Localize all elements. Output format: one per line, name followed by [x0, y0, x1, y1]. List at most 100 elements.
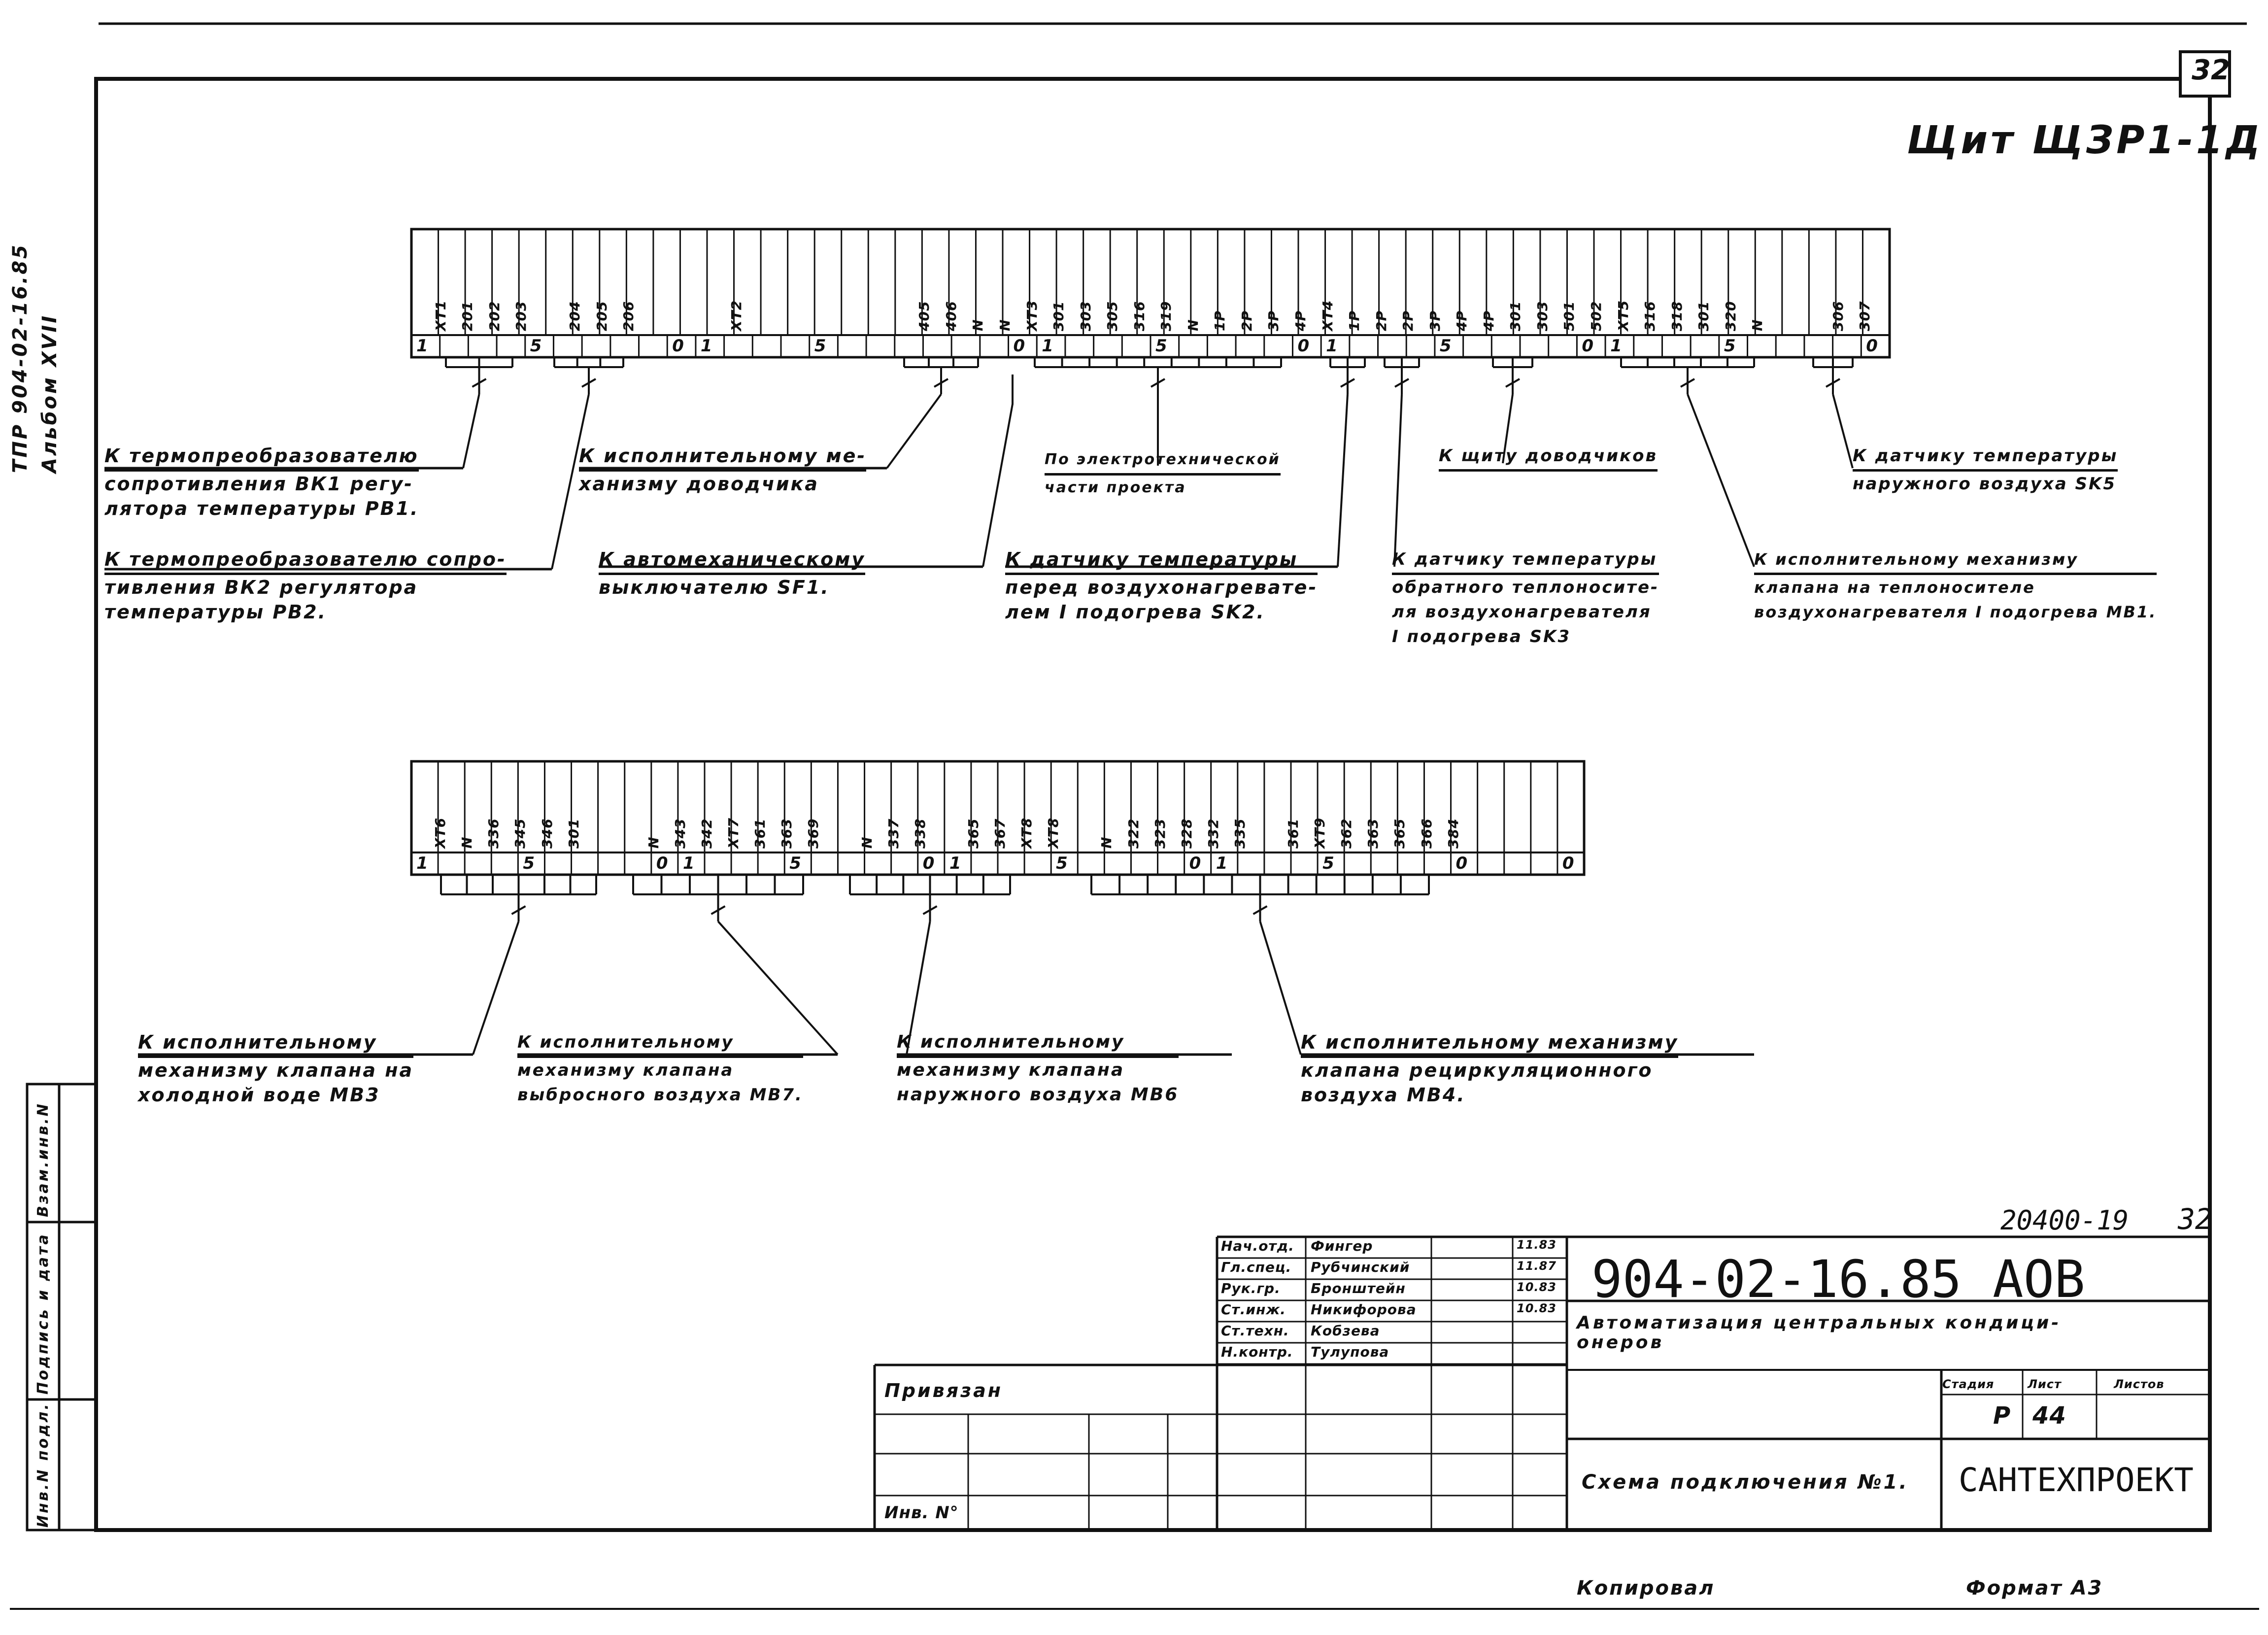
- terminal-strips: [410, 228, 1891, 876]
- terminal-number: 5: [1056, 853, 1068, 873]
- terminal-id: 367: [992, 818, 1009, 849]
- signature-role: Ст.инж.: [1221, 1301, 1286, 1318]
- sheets-label: Листов: [2114, 1377, 2165, 1391]
- terminal-number: 0: [1866, 336, 1878, 356]
- drawing-frame: [94, 77, 2212, 1532]
- signature-name: Тулупова: [1311, 1344, 1389, 1360]
- strip2-block: [410, 760, 1586, 876]
- terminal-id: 306: [1829, 301, 1846, 331]
- note-vk2: К термопреобразователю сопро-тивления ВК…: [104, 547, 507, 624]
- inv-label-3: Взам.инв.N: [34, 1102, 52, 1217]
- terminal-number: 5: [1439, 336, 1452, 356]
- terminal-id: 319: [1158, 301, 1175, 331]
- terminal-number: 0: [672, 336, 684, 356]
- terminal-number: 0: [1297, 336, 1310, 356]
- privyazan-label: Привязан: [884, 1380, 1003, 1401]
- terminal-number: 1: [682, 853, 695, 873]
- album-code: ТПР 904-02-16.85: [9, 243, 32, 473]
- terminal-id: 323: [1151, 818, 1168, 849]
- leader-lines: [104, 357, 1854, 1056]
- stage-value: Р: [1993, 1402, 2011, 1430]
- terminal-id: N: [1098, 836, 1115, 849]
- terminal-id: 406: [943, 301, 959, 331]
- signature-role: Н.контр.: [1221, 1344, 1293, 1360]
- doc-code-small: 20400-19: [2000, 1205, 2129, 1236]
- terminal-id: 384: [1445, 818, 1461, 849]
- terminal-id: N: [1749, 319, 1766, 331]
- album-number: Альбом XVII: [38, 313, 61, 473]
- inv-no-label: Инв. N°: [884, 1503, 959, 1523]
- terminal-id: 338: [912, 818, 928, 849]
- leader-sk2: [1329, 357, 1366, 567]
- terminal-id: 201: [459, 301, 476, 331]
- signature-name: Рубчинский: [1311, 1259, 1410, 1275]
- terminal-id: XT6: [432, 817, 449, 849]
- terminal-id: XT7: [725, 817, 742, 849]
- terminal-id: N: [645, 836, 662, 849]
- signature-name: Фингер: [1311, 1238, 1373, 1254]
- terminal-id: 1P: [1346, 310, 1363, 331]
- terminal-number: 0: [1562, 853, 1575, 873]
- terminal-id: 4P: [1292, 310, 1309, 331]
- leader-mv6: [849, 875, 1011, 1055]
- terminal-id: 366: [1418, 818, 1435, 849]
- terminal-id: 318: [1668, 301, 1685, 331]
- signature-role: Гл.спец.: [1221, 1259, 1292, 1275]
- terminal-id: 502: [1588, 301, 1604, 331]
- terminal-id: 206: [620, 301, 637, 331]
- inv-label-2: Подпись и дата: [34, 1232, 52, 1395]
- terminal-id: 204: [567, 301, 583, 331]
- terminal-number: 0: [922, 853, 935, 873]
- note-shchit-dovodchikov: К щиту доводчиков: [1439, 443, 1658, 472]
- signature-name: Кобзева: [1311, 1323, 1380, 1339]
- signature-date: 10.83: [1517, 1280, 1557, 1294]
- terminal-id: 363: [1365, 818, 1382, 849]
- leader-mv3: [440, 875, 597, 1055]
- terminal-number: 1: [416, 853, 429, 873]
- terminal-number: 5: [523, 853, 536, 873]
- signature-role: Нач.отд.: [1221, 1238, 1294, 1254]
- signature-date: 11.83: [1517, 1238, 1557, 1252]
- terminal-id: 362: [1338, 818, 1355, 849]
- terminal-number: 0: [1013, 336, 1026, 356]
- terminal-id: 316: [1131, 301, 1148, 331]
- terminal-id: XT4: [1319, 300, 1336, 331]
- terminal-id: 301: [1695, 301, 1712, 331]
- terminal-id: 365: [1391, 818, 1408, 849]
- leader-sk3: [1384, 357, 1420, 567]
- signature-date: 11.87: [1517, 1259, 1557, 1273]
- terminal-id: 303: [1077, 301, 1094, 331]
- leader-shchit: [1492, 357, 1533, 464]
- title-block-grid: [873, 1235, 2210, 1530]
- sheet-label: Лист: [2028, 1377, 2062, 1391]
- leader-electro: [1034, 357, 1282, 466]
- leader-mv7: [632, 875, 839, 1056]
- leader-vk2: [551, 357, 624, 570]
- terminal-id: 4P: [1480, 310, 1497, 331]
- terminal-id: 346: [539, 818, 555, 849]
- terminal-id: N: [970, 319, 986, 331]
- terminal-id: 303: [1534, 301, 1551, 331]
- terminal-id: XT2: [728, 300, 745, 331]
- leader-mv1: [1620, 357, 1755, 567]
- terminal-id: 342: [699, 818, 715, 849]
- terminal-number: 1: [1216, 853, 1228, 873]
- terminal-id: 361: [752, 818, 769, 849]
- terminal-number: 0: [1582, 336, 1594, 356]
- leader-sk5: [1812, 357, 1854, 469]
- terminal-id: N: [858, 836, 875, 849]
- terminal-id: 322: [1125, 818, 1142, 849]
- terminal-id: XT8: [1045, 817, 1062, 849]
- terminal-id: 320: [1722, 301, 1739, 331]
- terminal-number: 5: [530, 336, 542, 356]
- terminal-id: 2P: [1238, 310, 1255, 331]
- terminal-id: 335: [1231, 818, 1248, 849]
